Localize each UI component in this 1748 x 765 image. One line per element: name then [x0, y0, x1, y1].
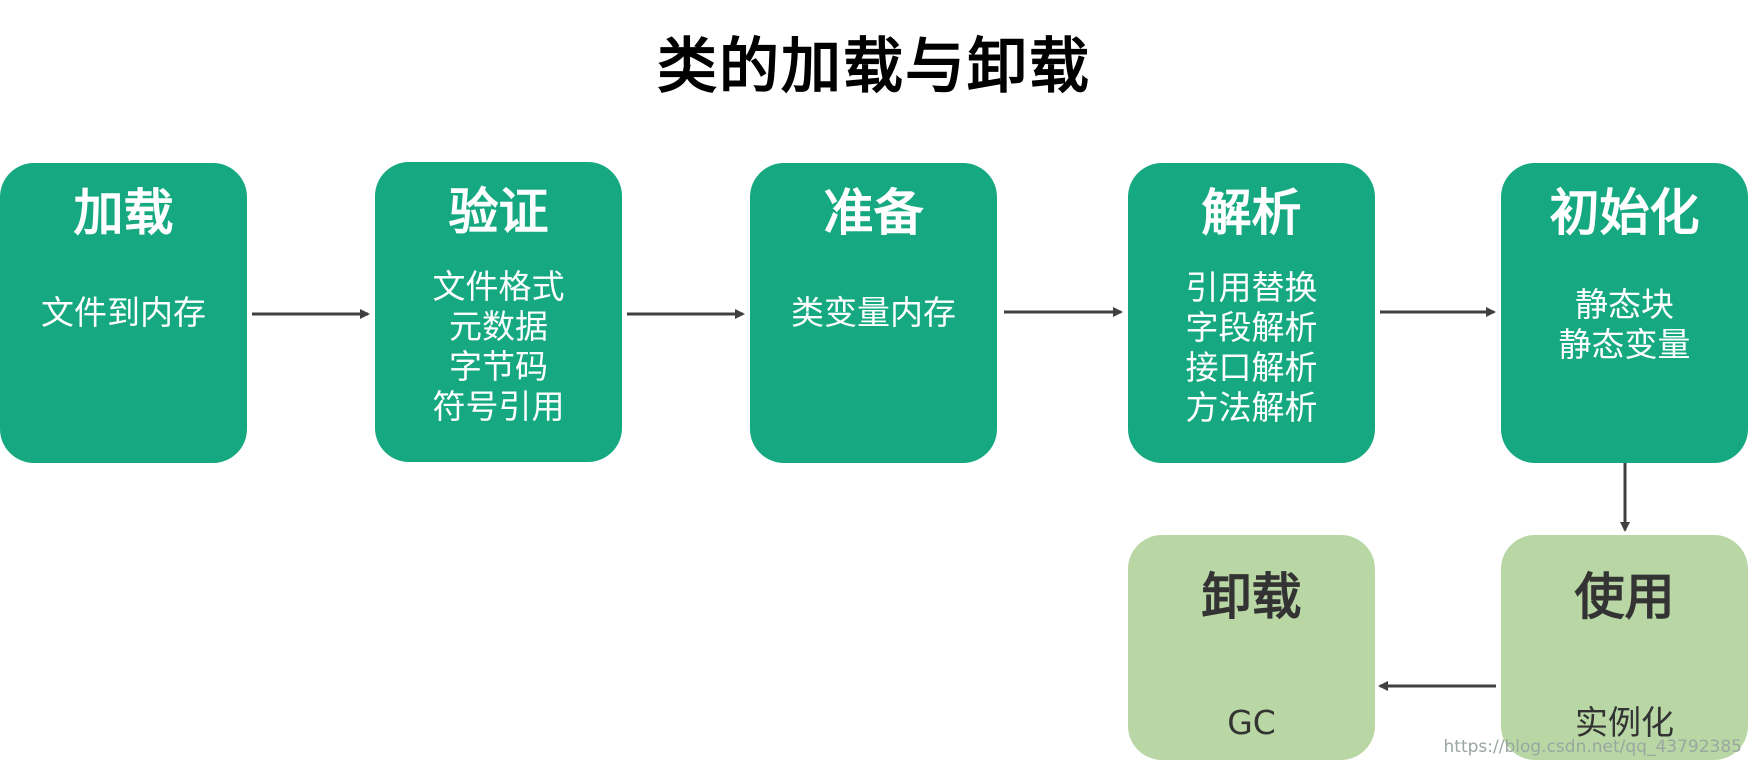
stage-verify-title: 验证	[448, 183, 549, 241]
stage-initialize-line-2: 静态变量	[1558, 325, 1691, 364]
stage-use: 使用 实例化	[1501, 535, 1748, 760]
stage-load-title: 加载	[73, 184, 174, 242]
stage-initialize: 初始化 静态块 静态变量	[1501, 163, 1748, 463]
stage-verify-line-1: 文件格式	[432, 267, 565, 306]
stage-resolve-line-2: 字段解析	[1185, 308, 1318, 347]
stage-prepare: 准备 类变量内存	[750, 163, 997, 463]
stage-use-title: 使用	[1574, 568, 1675, 626]
stage-unload-title: 卸载	[1201, 568, 1302, 626]
stage-unload-line-1: GC	[1227, 703, 1276, 742]
stage-load-line-1: 文件到内存	[41, 293, 206, 332]
stage-unload-details: GC	[1128, 703, 1375, 743]
stage-verify: 验证 文件格式 元数据 字节码 符号引用	[375, 162, 622, 462]
stage-resolve-details: 引用替换 字段解析 接口解析 方法解析	[1128, 268, 1375, 428]
stage-verify-line-2: 元数据	[449, 307, 548, 346]
stage-resolve-line-1: 引用替换	[1185, 268, 1318, 307]
stage-prepare-details: 类变量内存	[750, 293, 997, 333]
watermark-text: https://blog.csdn.net/qq_43792385	[1443, 737, 1742, 757]
stage-prepare-line-1: 类变量内存	[791, 293, 956, 332]
stage-resolve-title: 解析	[1201, 184, 1302, 242]
diagram-title: 类的加载与卸载	[657, 32, 1091, 102]
stage-resolve: 解析 引用替换 字段解析 接口解析 方法解析	[1128, 163, 1375, 463]
stage-use-details: 实例化	[1501, 703, 1748, 743]
stage-verify-line-3: 字节码	[449, 347, 548, 386]
stage-prepare-title: 准备	[823, 184, 924, 242]
stage-resolve-line-3: 接口解析	[1185, 348, 1318, 387]
stage-verify-details: 文件格式 元数据 字节码 符号引用	[375, 267, 622, 427]
stage-unload: 卸载 GC	[1128, 535, 1375, 760]
stage-initialize-line-1: 静态块	[1575, 285, 1674, 324]
stage-load-details: 文件到内存	[0, 293, 247, 333]
stage-load: 加载 文件到内存	[0, 163, 247, 463]
stage-verify-line-4: 符号引用	[432, 387, 565, 426]
stage-initialize-title: 初始化	[1549, 184, 1700, 242]
stage-use-line-1: 实例化	[1575, 703, 1674, 742]
stage-initialize-details: 静态块 静态变量	[1501, 285, 1748, 365]
stage-resolve-line-4: 方法解析	[1185, 388, 1318, 427]
